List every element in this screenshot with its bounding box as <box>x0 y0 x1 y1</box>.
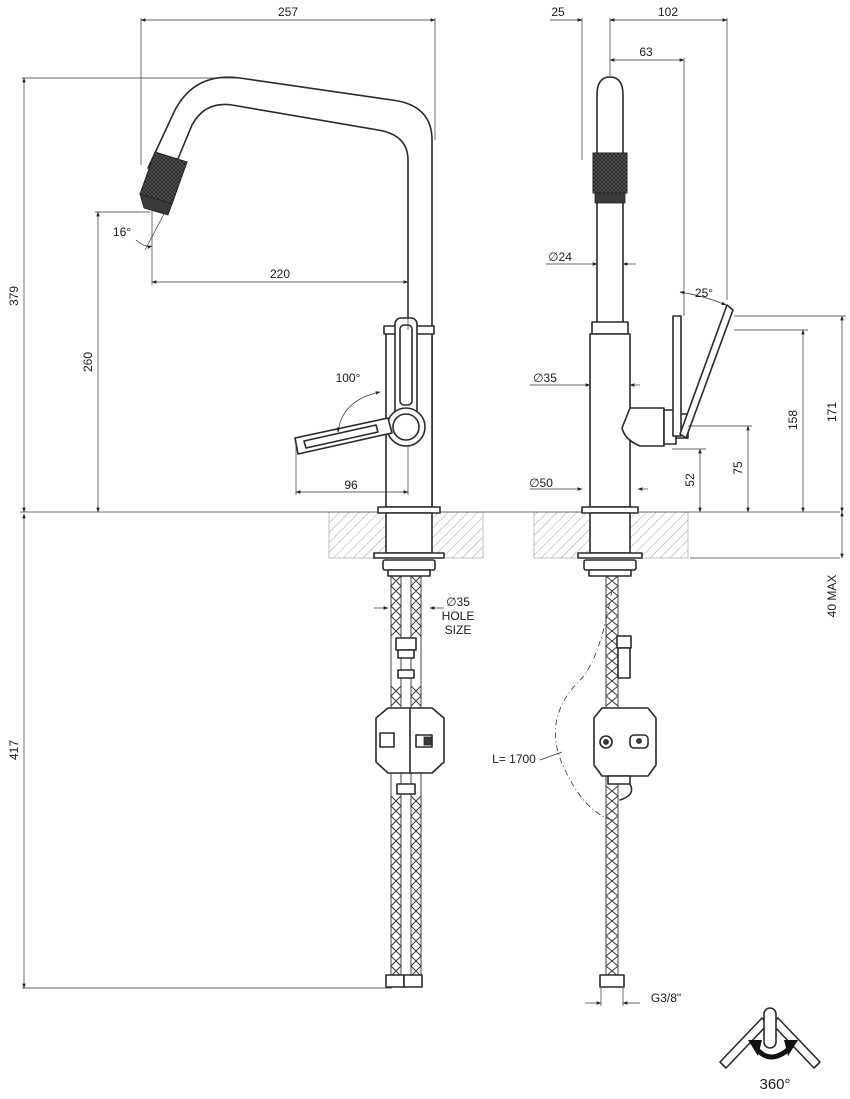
dim-417: 417 <box>7 740 21 760</box>
dim-dia-24: ∅24 <box>548 250 572 264</box>
thread-size: G3/8" <box>651 991 681 1005</box>
dia-35-value: 35 <box>544 371 558 385</box>
hole-diameter: ∅35 <box>446 595 470 609</box>
dia-24-symbol: ∅ <box>548 250 558 264</box>
hole-diameter-value: 35 <box>457 595 471 609</box>
front-view <box>139 76 445 988</box>
hose-length-path <box>555 589 613 821</box>
rotation-label: 360° <box>759 1076 790 1093</box>
dim-171: 171 <box>825 402 839 422</box>
dia-50-value: 50 <box>540 476 554 490</box>
dim-52: 52 <box>683 473 697 487</box>
side-connector-block <box>593 707 657 801</box>
hole-diameter-symbol: ∅ <box>446 595 456 609</box>
front-hoses <box>390 575 422 977</box>
dim-220: 220 <box>270 267 290 281</box>
side-lever <box>672 315 682 437</box>
dim-25: 25 <box>551 5 565 19</box>
dim-379: 379 <box>7 286 21 306</box>
dia-24-value: 24 <box>559 250 573 264</box>
dimension-labels: 257 25 102 63 379 260 16° 220 100° 96 41… <box>7 5 839 1093</box>
dim-102: 102 <box>658 5 678 19</box>
dim-dia-35: ∅35 <box>533 371 557 385</box>
dim-16deg: 16° <box>113 225 131 239</box>
dim-25deg: 25° <box>695 286 713 300</box>
dim-260: 260 <box>81 352 95 372</box>
dim-96: 96 <box>344 478 358 492</box>
rotation-360-icon <box>719 1007 821 1069</box>
dim-40-max: 40 MAX <box>825 575 839 618</box>
side-spout <box>596 76 624 331</box>
dia-50-symbol: ∅ <box>529 476 539 490</box>
aerator <box>139 151 188 216</box>
dim-257: 257 <box>278 5 298 19</box>
side-lever-lifted <box>679 304 734 439</box>
dim-63: 63 <box>639 45 653 59</box>
dim-100deg: 100° <box>336 371 361 385</box>
lever-slot <box>394 317 418 419</box>
hole-label-1: HOLE <box>442 609 475 623</box>
side-body <box>589 333 631 508</box>
dia-35-symbol: ∅ <box>533 371 543 385</box>
dim-dia-50: ∅50 <box>529 476 553 490</box>
side-view <box>555 76 734 988</box>
side-aerator <box>592 152 628 194</box>
dim-75: 75 <box>731 461 745 475</box>
connector-block <box>375 707 445 774</box>
hose-length: L= 1700 <box>492 752 536 766</box>
lever-handle <box>294 417 393 455</box>
dimension-lines <box>22 18 846 1006</box>
spout-outer <box>147 76 433 508</box>
dim-158: 158 <box>786 410 800 430</box>
hole-label-2: SIZE <box>445 623 472 637</box>
spout-inner <box>169 103 409 331</box>
